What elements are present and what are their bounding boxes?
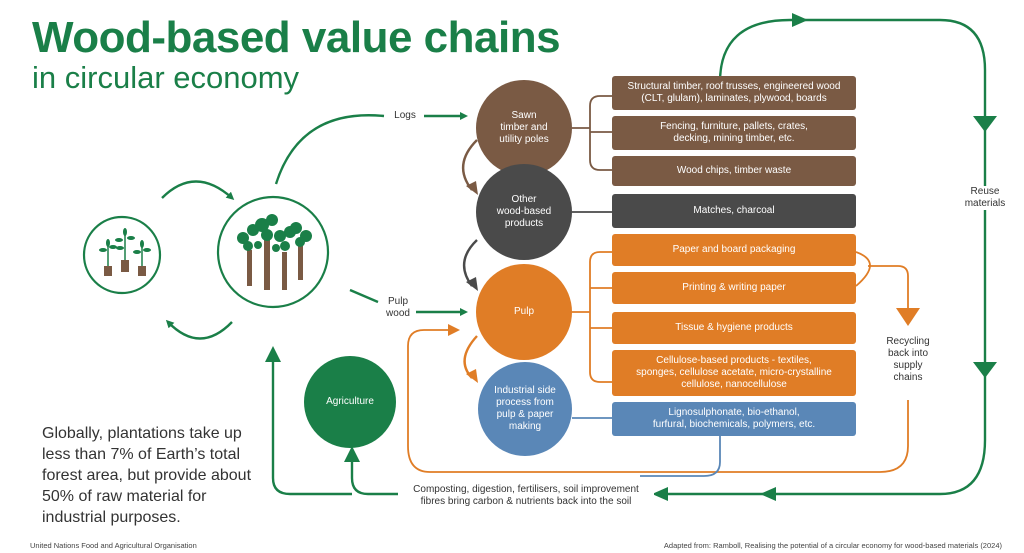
lignosulphonate-box: Lignosulphonate, bio-ethanol, furfural, … xyxy=(612,402,856,436)
page-title: Wood-based value chains xyxy=(32,13,561,62)
source-right: Adapted from: Ramboll, Realising the pot… xyxy=(663,541,1002,550)
recycling-path xyxy=(855,251,871,287)
other-to-pulp-head xyxy=(466,277,478,291)
saplings-icon xyxy=(82,215,162,295)
reuse-head-right-1 xyxy=(973,116,997,132)
lignosulphonate-text: Lignosulphonate, bio-ethanol, furfural, … xyxy=(652,407,816,430)
tissue-text: Tissue & hygiene products xyxy=(675,322,793,333)
recycling-return-head xyxy=(448,324,460,336)
fencing-text: Fencing, furniture, pallets, crates, dec… xyxy=(660,121,808,144)
pulp-label: Pulp xyxy=(513,306,534,317)
structural-timber-text: Structural timber, roof trusses, enginee… xyxy=(627,81,841,104)
pulp-circle: Pulp xyxy=(476,264,572,360)
other-products-label: Other wood-based products xyxy=(496,194,552,229)
pulpwood-arrow-line xyxy=(349,288,379,304)
packaging-text: Paper and board packaging xyxy=(672,244,796,255)
tissue-box: Tissue & hygiene products xyxy=(612,312,856,344)
sawn-brace xyxy=(572,95,612,171)
printing-box: Printing & writing paper xyxy=(612,272,856,304)
agriculture-label: Agriculture xyxy=(326,396,374,407)
pulp-wood-label: Pulp wood xyxy=(380,296,416,320)
reuse-label: Reuse materials xyxy=(958,186,1012,210)
structural-timber-box: Structural timber, roof trusses, enginee… xyxy=(612,76,856,110)
recycling-return xyxy=(407,329,909,473)
replant-arrow xyxy=(165,319,233,340)
recycling-out xyxy=(868,265,909,308)
reuse-head-top xyxy=(792,13,808,27)
cellulose-box: Cellulose-based products - textiles, spo… xyxy=(612,350,856,396)
agriculture-circle: Agriculture xyxy=(304,356,396,448)
compost-to-forest-head xyxy=(265,346,281,362)
industrial-process-circle: Industrial side process from pulp & pape… xyxy=(478,362,572,456)
sawn-timber-circle: Sawn timber and utility poles xyxy=(476,80,572,176)
industrial-return xyxy=(640,436,721,477)
matches-text: Matches, charcoal xyxy=(693,205,775,216)
forest-icon xyxy=(216,195,330,309)
matches-box: Matches, charcoal xyxy=(612,194,856,228)
reuse-head-bottom-2 xyxy=(652,487,668,501)
pulp-brace xyxy=(572,251,612,383)
compost-to-agri-head xyxy=(344,446,360,462)
pulp-to-industrial-head xyxy=(466,369,478,383)
logs-label: Logs xyxy=(386,110,424,122)
page-subtitle: in circular economy xyxy=(32,60,300,95)
compost-to-forest xyxy=(271,362,352,496)
other-products-circle: Other wood-based products xyxy=(476,164,572,260)
reuse-head-right-2 xyxy=(973,362,997,378)
wood-chips-box: Wood chips, timber waste xyxy=(612,156,856,186)
plantation-note: Globally, plantations take up less than … xyxy=(42,425,252,526)
logs-arrow-line xyxy=(274,114,385,185)
recycling-head xyxy=(896,308,920,326)
recycling-label: Recycling back into supply chains xyxy=(880,336,936,384)
compost-to-agri xyxy=(350,460,398,496)
cellulose-text: Cellulose-based products - textiles, spo… xyxy=(636,355,832,390)
composting-label: Composting, digestion, fertilisers, soil… xyxy=(398,484,654,508)
source-left: United Nations Food and Agricultural Org… xyxy=(30,541,197,550)
fencing-box: Fencing, furniture, pallets, crates, dec… xyxy=(612,116,856,150)
sawn-timber-label: Sawn timber and utility poles xyxy=(499,110,549,145)
reuse-head-bottom xyxy=(760,487,776,501)
sawn-to-other-head xyxy=(466,181,478,195)
printing-text: Printing & writing paper xyxy=(682,282,786,293)
grow-arrow xyxy=(161,180,235,200)
industrial-process-label: Industrial side process from pulp & pape… xyxy=(494,385,556,432)
wood-chips-text: Wood chips, timber waste xyxy=(676,165,792,176)
packaging-box: Paper and board packaging xyxy=(612,234,856,266)
reuse-path xyxy=(668,18,987,496)
